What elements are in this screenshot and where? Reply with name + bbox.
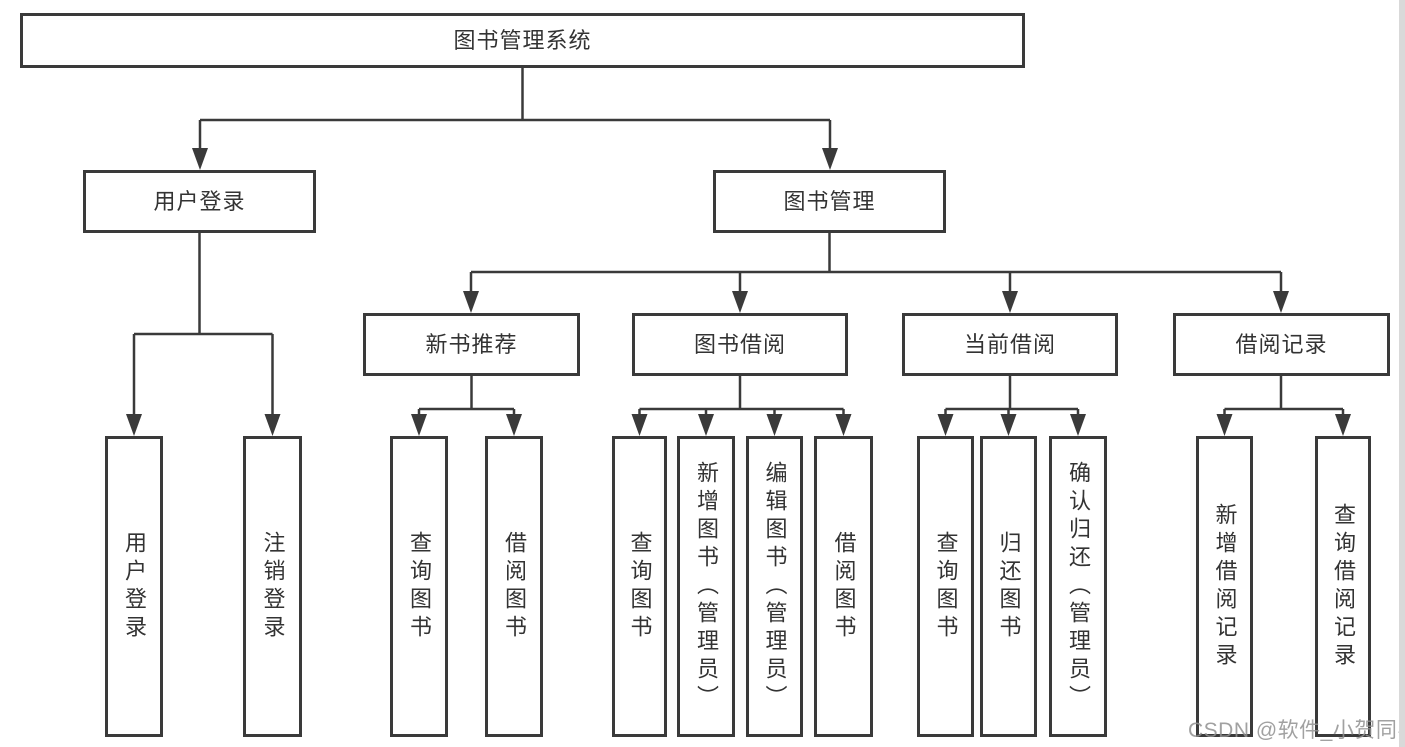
node-leaf-add-books-admin: 新增图书（管理员）: [677, 436, 735, 737]
leaf-label: 确认归还（管理员）: [1066, 460, 1091, 713]
node-leaf-add-borrow-record: 新增借阅记录: [1196, 436, 1253, 737]
connector-userlogin-to-leaves: [126, 233, 281, 436]
node-leaf-logout: 注销登录: [243, 436, 302, 737]
connector-newbooks-to-leaves: [411, 376, 522, 436]
leaf-label: 用户登录: [122, 530, 147, 643]
leaf-label: 借阅图书: [831, 530, 857, 643]
leaf-label: 查询图书: [933, 530, 959, 643]
node-leaf-query-books-current: 查询图书: [917, 436, 974, 737]
connector-current-to-leaves: [937, 376, 1086, 436]
connector-borrowing-to-leaves: [631, 376, 852, 436]
connector-records-to-leaves: [1216, 376, 1351, 436]
node-book-borrowing: 图书借阅: [632, 313, 848, 376]
node-leaf-query-books-borrowing: 查询图书: [612, 436, 667, 737]
node-leaf-borrow-books-recommend: 借阅图书: [485, 436, 543, 737]
node-user-login: 用户登录: [83, 170, 316, 233]
page-edge-strip: [1399, 0, 1405, 747]
leaf-label: 查询图书: [627, 530, 653, 643]
node-leaf-query-books-recommend: 查询图书: [390, 436, 448, 737]
leaf-label: 新增借阅记录: [1212, 502, 1238, 671]
leaf-label: 编辑图书（管理员）: [762, 460, 788, 713]
csdn-watermark: CSDN @软件_小贺同学: [1188, 719, 1405, 742]
node-new-book-recommend: 新书推荐: [363, 313, 580, 376]
leaf-label: 注销登录: [260, 530, 286, 643]
node-current-borrowing: 当前借阅: [902, 313, 1118, 376]
node-borrowing-records: 借阅记录: [1173, 313, 1390, 376]
node-root-library-system: 图书管理系统: [20, 13, 1025, 68]
leaf-label: 查询图书: [407, 530, 432, 643]
node-leaf-return-books: 归还图书: [980, 436, 1037, 737]
node-leaf-confirm-return-admin: 确认归还（管理员）: [1049, 436, 1107, 737]
node-book-management: 图书管理: [713, 170, 946, 233]
leaf-label: 借阅图书: [502, 530, 527, 643]
node-leaf-user-login: 用户登录: [105, 436, 163, 737]
node-leaf-edit-books-admin: 编辑图书（管理员）: [746, 436, 803, 737]
leaf-label: 新增图书（管理员）: [694, 460, 719, 713]
connector-bookmgmt-to-level3: [463, 233, 1289, 313]
node-leaf-query-borrow-record: 查询借阅记录: [1315, 436, 1371, 737]
leaf-label: 查询借阅记录: [1331, 502, 1356, 671]
node-leaf-borrow-books: 借阅图书: [814, 436, 873, 737]
connector-root-to-level2: [192, 68, 838, 170]
leaf-label: 归还图书: [996, 530, 1022, 643]
